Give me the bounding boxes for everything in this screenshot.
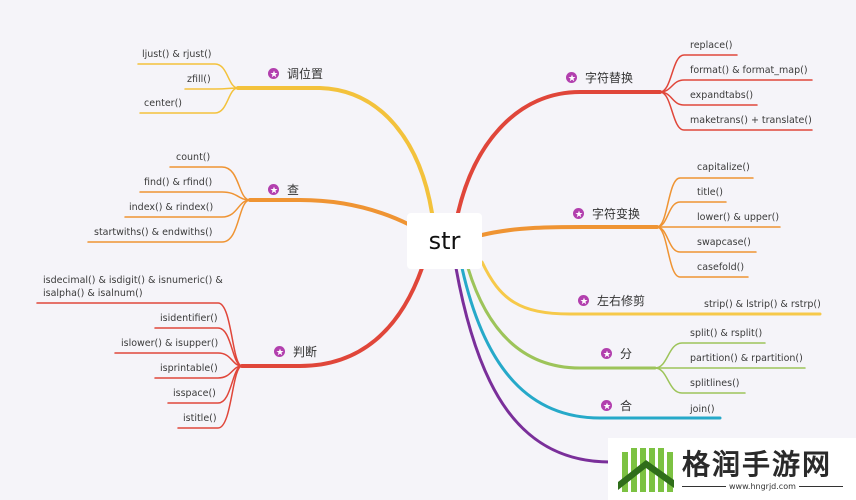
- star-badge-icon: [573, 208, 584, 219]
- root-node[interactable]: str: [407, 213, 482, 269]
- branch-label: 分: [620, 347, 633, 361]
- leaf-replace[interactable]: replace(): [690, 40, 733, 51]
- leaf-count[interactable]: count(): [176, 152, 211, 163]
- branch-label: 左右修剪: [597, 294, 646, 308]
- leaf-maketrans-translate[interactable]: maketrans() + translate(): [690, 115, 812, 126]
- leaf-zfill[interactable]: zfill(): [187, 74, 211, 85]
- leaf-ljust-rjust[interactable]: ljust() & rjust(): [142, 49, 212, 60]
- divider: [798, 485, 843, 487]
- watermark-url: www.hngrjd.com: [729, 481, 796, 491]
- branch-label: 合: [620, 399, 633, 413]
- branch-he[interactable]: 合: [601, 397, 632, 414]
- leaf-lower-upper[interactable]: lower() & upper(): [697, 212, 780, 223]
- leaf-split-rsplit[interactable]: split() & rsplit(): [690, 328, 763, 339]
- branch-tiao-wei-zhi[interactable]: 调位置: [268, 65, 323, 82]
- leaf-islower-isupper[interactable]: islower() & isupper(): [121, 338, 219, 349]
- leaf-find-rfind[interactable]: find() & rfind(): [144, 177, 213, 188]
- leaf-expandtabs[interactable]: expandtabs(): [690, 90, 754, 101]
- leaf-capitalize[interactable]: capitalize(): [697, 162, 750, 173]
- leaf-isprintable[interactable]: isprintable(): [160, 363, 218, 374]
- star-badge-icon: [274, 346, 285, 357]
- leaf-isidentifier[interactable]: isidentifier(): [160, 313, 218, 324]
- branch-label: 字符替换: [585, 71, 634, 85]
- branch-zi-fu-bian-huan[interactable]: 字符变换: [573, 205, 640, 222]
- divider: [682, 485, 726, 487]
- leaf-casefold[interactable]: casefold(): [697, 262, 745, 273]
- leaf-strip-lstrip-rstrp[interactable]: strip() & lstrip() & rstrp(): [704, 299, 821, 310]
- leaf-isdecimal-group[interactable]: isdecimal() & isdigit() & isnumeric() & …: [43, 274, 223, 300]
- leaf-swapcase[interactable]: swapcase(): [697, 237, 751, 248]
- branch-zi-fu-ti-huan[interactable]: 字符替换: [566, 69, 633, 86]
- branch-zuo-you-xiu-jian[interactable]: 左右修剪: [578, 292, 645, 309]
- watermark-title: 格润手游网: [682, 447, 833, 481]
- leaf-istitle[interactable]: istitle(): [183, 413, 217, 424]
- branch-cha[interactable]: 查: [268, 181, 299, 198]
- leaf-format-format-map[interactable]: format() & format_map(): [690, 65, 808, 76]
- leaf-index-rindex[interactable]: index() & rindex(): [129, 202, 214, 213]
- leaf-isspace[interactable]: isspace(): [173, 388, 216, 399]
- branch-label: 查: [287, 183, 300, 197]
- leaf-join[interactable]: join(): [690, 404, 715, 415]
- branch-label: 调位置: [287, 67, 324, 81]
- star-badge-icon: [578, 295, 589, 306]
- star-badge-icon: [601, 400, 612, 411]
- watermark-logo: 格润手游网 www.hngrjd.com: [608, 438, 856, 500]
- star-badge-icon: [601, 348, 612, 359]
- root-label: str: [428, 227, 461, 255]
- star-badge-icon: [268, 184, 279, 195]
- leaf-line-2: isalpha() & isalnum(): [43, 288, 143, 299]
- leaf-splitlines[interactable]: splitlines(): [690, 378, 740, 389]
- star-badge-icon: [268, 68, 279, 79]
- leaf-partition-rpartition[interactable]: partition() & rpartition(): [690, 353, 803, 364]
- leaf-line-1: isdecimal() & isdigit() & isnumeric() &: [43, 275, 223, 286]
- star-badge-icon: [566, 72, 577, 83]
- leaf-title[interactable]: title(): [697, 187, 723, 198]
- branch-pan-duan[interactable]: 判断: [274, 343, 317, 360]
- leaf-center[interactable]: center(): [144, 98, 182, 109]
- leaf-startwiths-endwiths[interactable]: startwiths() & endwiths(): [94, 227, 213, 238]
- house-logo-icon: [616, 442, 676, 496]
- branch-fen[interactable]: 分: [601, 345, 632, 362]
- branch-label: 判断: [293, 345, 318, 359]
- branch-label: 字符变换: [592, 207, 641, 221]
